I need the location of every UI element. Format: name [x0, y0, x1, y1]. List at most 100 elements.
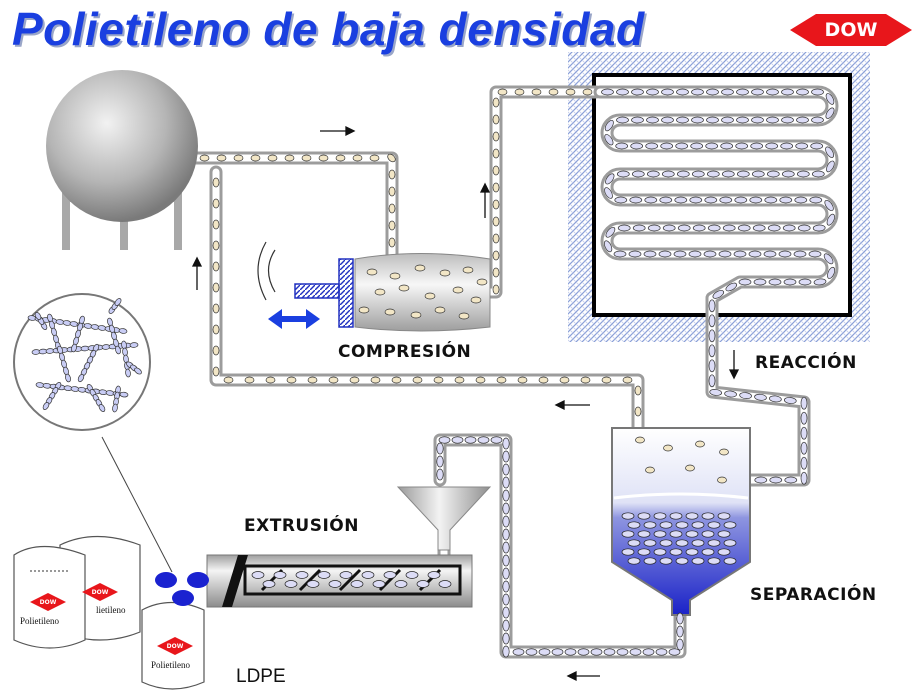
flow-particle	[764, 196, 778, 204]
pipe-segment	[189, 151, 399, 262]
pellets-icon	[155, 572, 209, 606]
flow-particle	[383, 571, 397, 579]
flow-particle	[621, 512, 635, 520]
flow-particle	[590, 648, 603, 656]
flow-particle	[384, 308, 396, 316]
flow-particle	[388, 169, 396, 180]
flow-particle	[433, 376, 444, 384]
flow-particle	[476, 278, 488, 286]
flow-particle	[800, 471, 808, 485]
flow-particle	[514, 88, 525, 96]
flow-particle	[492, 250, 500, 261]
flow-particle	[564, 648, 577, 656]
bag-label: Polietileno	[20, 616, 59, 626]
flow-particle	[691, 116, 704, 124]
flow-particle	[708, 359, 716, 373]
flow-particle	[653, 530, 667, 538]
flow-particle	[706, 88, 719, 96]
flow-particle	[352, 154, 363, 162]
flow-particle	[614, 196, 628, 204]
bag-logo: DOW	[167, 643, 184, 650]
molecule-unit	[77, 373, 85, 383]
flow-particle	[414, 264, 426, 272]
flow-particle	[350, 580, 364, 588]
flow-particle	[780, 142, 794, 150]
page-title: Polietileno de baja densidad	[12, 3, 645, 55]
molecule-unit	[112, 403, 118, 413]
flow-particle	[502, 476, 510, 489]
flow-particle	[685, 512, 699, 520]
flow-particle	[809, 196, 823, 204]
flow-particle	[723, 521, 737, 529]
flow-particle	[794, 196, 808, 204]
flow-particle	[643, 250, 657, 258]
flow-particle	[604, 119, 614, 132]
pipe-bore	[192, 154, 396, 259]
flow-particle	[705, 142, 719, 150]
flow-particle	[475, 376, 486, 384]
flow-particle	[781, 170, 795, 178]
flow-particle	[647, 224, 661, 232]
flow-particle	[616, 170, 630, 178]
flow-particle	[212, 240, 220, 251]
flow-particle	[691, 539, 705, 547]
flow-particle	[723, 557, 737, 565]
flow-particle	[634, 406, 642, 417]
flow-particle	[734, 196, 748, 204]
flow-particle	[318, 154, 329, 162]
flow-particle	[689, 196, 703, 204]
flow-particle	[767, 224, 781, 232]
molecule-unit	[125, 368, 131, 378]
flow-particle	[692, 224, 706, 232]
flow-particle	[548, 88, 559, 96]
flow-particle	[690, 142, 704, 150]
flow-particle	[738, 278, 752, 286]
flow-particle	[751, 88, 764, 96]
flow-particle	[502, 593, 510, 606]
bag-logo: DOW	[40, 599, 57, 606]
flow-particle	[751, 170, 765, 178]
flow-particle	[361, 571, 375, 579]
flow-particle	[669, 548, 683, 556]
flow-particle	[438, 436, 451, 444]
flow-particle	[212, 366, 220, 377]
flow-particle	[782, 224, 796, 232]
flow-particle	[675, 557, 689, 565]
flow-particle	[737, 224, 751, 232]
flow-particle	[643, 539, 657, 547]
flow-particle	[617, 224, 631, 232]
flow-particle	[388, 186, 396, 197]
flow-particle	[766, 116, 779, 124]
flow-particle	[797, 224, 811, 232]
flow-particle	[631, 88, 644, 96]
flow-particle	[784, 476, 798, 484]
flow-particle	[601, 88, 614, 96]
bag-label: Polietileno	[151, 660, 190, 670]
flow-particle	[736, 88, 749, 96]
flow-particle	[811, 88, 824, 96]
flow-particle	[753, 278, 767, 286]
flow-particle	[458, 312, 470, 320]
flow-particle	[492, 284, 500, 295]
flow-particle	[464, 436, 477, 444]
flow-particle	[358, 306, 370, 314]
flow-particle	[658, 250, 672, 258]
flow-particle	[628, 250, 642, 258]
flow-particle	[605, 173, 615, 185]
flow-particle	[659, 521, 673, 529]
flow-particle	[637, 512, 651, 520]
flow-particle	[644, 196, 658, 204]
flow-particle	[502, 437, 510, 450]
flow-particle	[502, 645, 510, 658]
flow-particle	[676, 116, 689, 124]
flow-particle	[754, 476, 768, 484]
stage-label-compression: COMPRESIÓN	[338, 342, 472, 362]
flow-particle	[462, 266, 474, 274]
flow-particle	[798, 278, 812, 286]
flow-particle	[502, 541, 510, 554]
flow-particle	[223, 376, 234, 384]
flow-particle	[616, 116, 629, 124]
flow-particle	[793, 250, 807, 258]
flow-particle	[800, 426, 808, 440]
flow-particle	[502, 619, 510, 632]
